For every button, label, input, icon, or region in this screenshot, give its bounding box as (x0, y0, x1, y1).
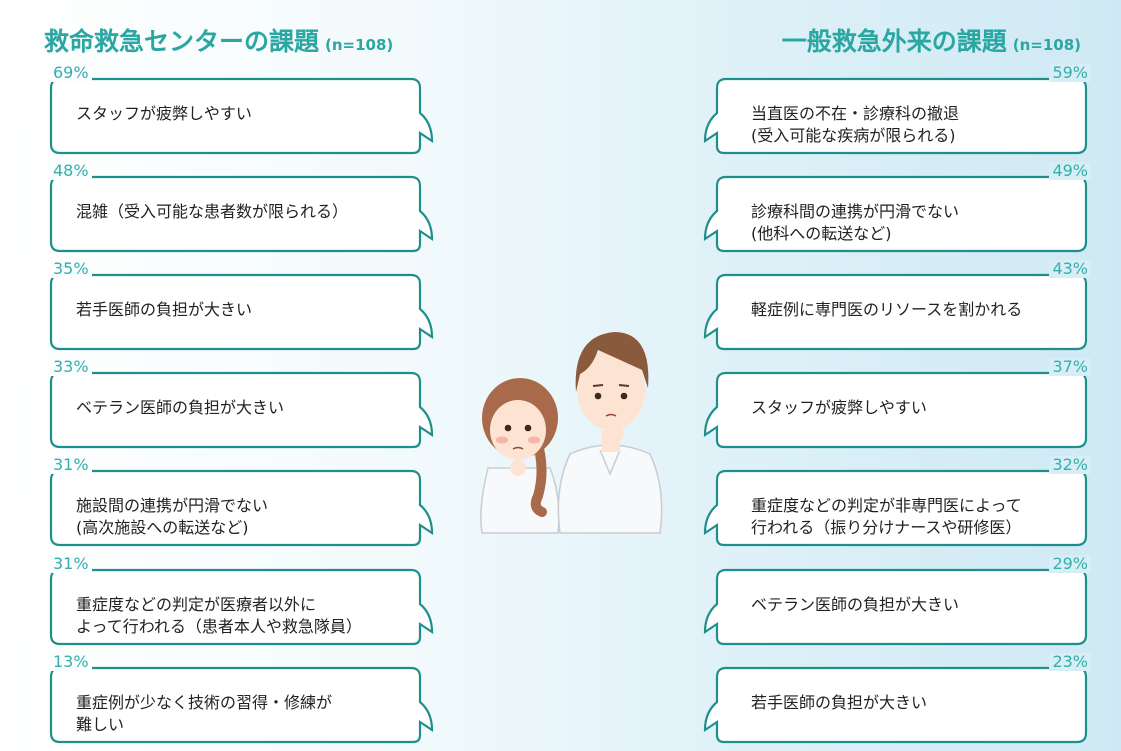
right-issue-item: 49% 診療科間の連携が円滑でない (他科への転送など) (703, 162, 1093, 255)
speech-bubble (703, 77, 1088, 155)
left-issue-text: ベテラン医師の負担が大きい (76, 398, 285, 417)
left-issue-item: 13% 重症例が少なく技術の習得・修練が 難しい (48, 653, 434, 746)
left-issue-percentage: 31% (50, 555, 92, 573)
right-sample-size: (n=108) (1012, 36, 1081, 54)
speech-bubble (49, 568, 434, 646)
left-issue-text: 重症例が少なく技術の習得・修練が 難しい (76, 693, 333, 734)
speech-bubble (703, 666, 1088, 744)
left-issue-item: 35% 若手医師の負担が大きい (48, 260, 434, 353)
speech-bubble (49, 77, 434, 155)
right-issue-percentage: 49% (1049, 162, 1091, 180)
right-issue-percentage: 23% (1049, 653, 1091, 671)
left-issue-item: 31% 重症度などの判定が医療者以外に よって行われる（患者本人や救急隊員） (48, 555, 434, 648)
speech-bubble (49, 371, 434, 449)
left-issue-text: 施設間の連携が円滑でない (高次施設への転送など) (76, 496, 269, 537)
left-issue-percentage: 33% (50, 358, 92, 376)
left-issue-percentage: 35% (50, 260, 92, 278)
left-issue-item: 33% ベテラン医師の負担が大きい (48, 358, 434, 451)
left-section-title: 救命救急センターの課題 (n=108) (44, 22, 393, 58)
right-issue-percentage: 29% (1049, 555, 1091, 573)
right-issue-percentage: 43% (1049, 260, 1091, 278)
right-issue-percentage: 59% (1049, 64, 1091, 82)
right-issue-text: ベテラン医師の負担が大きい (751, 595, 960, 614)
right-issue-text: 軽症例に専門医のリソースを割かれる (751, 300, 1023, 319)
speech-bubble (703, 371, 1088, 449)
left-issue-text: スタッフが疲弊しやすい (76, 104, 252, 123)
right-issue-text: 当直医の不在・診療科の撤退 (受入可能な疾病が限られる) (751, 104, 960, 145)
left-issue-percentage: 13% (50, 653, 92, 671)
speech-bubble (703, 273, 1088, 351)
left-issue-item: 69% スタッフが疲弊しやすい (48, 64, 434, 157)
left-issue-text: 若手医師の負担が大きい (76, 300, 253, 319)
right-issue-text: 若手医師の負担が大きい (751, 693, 928, 712)
thinking-doctor-and-nurse-illustration (480, 332, 663, 534)
left-issue-percentage: 31% (50, 456, 92, 474)
right-issue-item: 37% スタッフが疲弊しやすい (703, 358, 1093, 451)
right-issue-item: 43% 軽症例に専門医のリソースを割かれる (703, 260, 1093, 353)
right-title-text: 一般救急外来の課題 (781, 27, 1007, 56)
speech-bubble (703, 469, 1088, 547)
right-issue-item: 59% 当直医の不在・診療科の撤退 (受入可能な疾病が限られる) (703, 64, 1093, 157)
speech-bubble (703, 175, 1088, 253)
left-issue-item: 48% 混雑（受入可能な患者数が限られる） (48, 162, 434, 255)
left-issue-percentage: 69% (50, 64, 92, 82)
right-issue-text: 診療科間の連携が円滑でない (他科への転送など) (751, 202, 960, 243)
left-issue-text: 重症度などの判定が医療者以外に よって行われる（患者本人や救急隊員） (76, 595, 362, 636)
right-issue-text: 重症度などの判定が非専門医によって 行われる（振り分けナースや研修医） (751, 496, 1022, 537)
speech-bubble (49, 469, 434, 547)
right-issue-percentage: 37% (1049, 358, 1091, 376)
speech-bubble (49, 666, 434, 744)
right-issue-percentage: 32% (1049, 456, 1091, 474)
left-issue-percentage: 48% (50, 162, 92, 180)
left-title-text: 救命救急センターの課題 (44, 27, 320, 56)
right-section-title: 一般救急外来の課題 (n=108) (782, 22, 1081, 58)
speech-bubble (703, 568, 1088, 646)
right-issue-item: 32% 重症度などの判定が非専門医によって 行われる（振り分けナースや研修医） (703, 456, 1093, 549)
speech-bubble (49, 273, 434, 351)
right-issue-item: 23% 若手医師の負担が大きい (703, 653, 1093, 746)
left-sample-size: (n=108) (325, 36, 394, 54)
left-issue-text: 混雑（受入可能な患者数が限られる） (76, 202, 349, 221)
right-issue-item: 29% ベテラン医師の負担が大きい (703, 555, 1093, 648)
left-issue-item: 31% 施設間の連携が円滑でない (高次施設への転送など) (48, 456, 434, 549)
right-issue-text: スタッフが疲弊しやすい (751, 398, 927, 417)
speech-bubble (49, 175, 434, 253)
